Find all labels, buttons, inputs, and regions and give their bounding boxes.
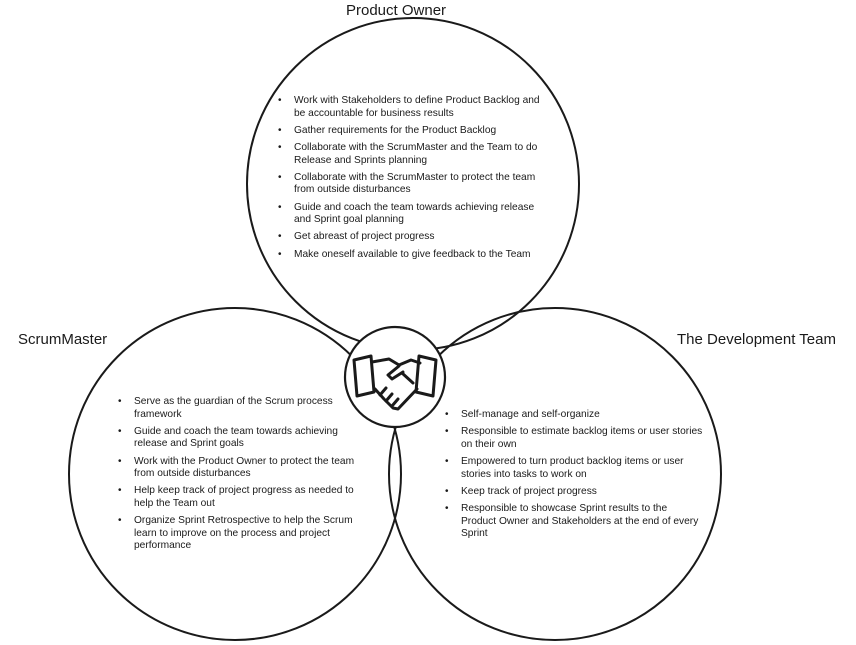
list-item: Organize Sprint Retrospective to help th… <box>116 515 370 553</box>
list-item: Get abreast of project progress <box>276 231 544 244</box>
handshake-emblem <box>343 325 447 429</box>
dev-team-title: The Development Team <box>677 331 836 348</box>
product-owner-title: Product Owner <box>346 2 447 19</box>
handshake-icon <box>352 354 438 411</box>
dev-team-circle <box>388 307 722 641</box>
scrum-master-duties: Serve as the guardian of the Scrum proce… <box>116 396 370 558</box>
list-item: Responsible to showcase Sprint results t… <box>443 503 703 541</box>
list-item: Keep track of project progress <box>443 486 703 499</box>
list-item: Help keep track of project progress as n… <box>116 485 370 510</box>
list-item: Guide and coach the team towards achievi… <box>276 202 544 227</box>
product-owner-duties: Work with Stakeholders to define Product… <box>276 95 544 266</box>
list-item: Gather requirements for the Product Back… <box>276 125 544 138</box>
list-item: Guide and coach the team towards achievi… <box>116 426 370 451</box>
list-item: Make oneself available to give feedback … <box>276 249 544 262</box>
list-item: Collaborate with the ScrumMaster and the… <box>276 142 544 167</box>
list-item: Responsible to estimate backlog items or… <box>443 426 703 451</box>
list-item: Serve as the guardian of the Scrum proce… <box>116 396 370 421</box>
list-item: Work with Stakeholders to define Product… <box>276 95 544 120</box>
list-item: Self-manage and self-organize <box>443 409 703 422</box>
scrum-master-title: ScrumMaster <box>18 331 108 348</box>
list-item: Work with the Product Owner to protect t… <box>116 456 370 481</box>
scrum-master-circle <box>68 307 402 641</box>
list-item: Collaborate with the ScrumMaster to prot… <box>276 172 544 197</box>
dev-team-duties: Self-manage and self-organize Responsibl… <box>443 409 703 545</box>
list-item: Empowered to turn product backlog items … <box>443 456 703 481</box>
